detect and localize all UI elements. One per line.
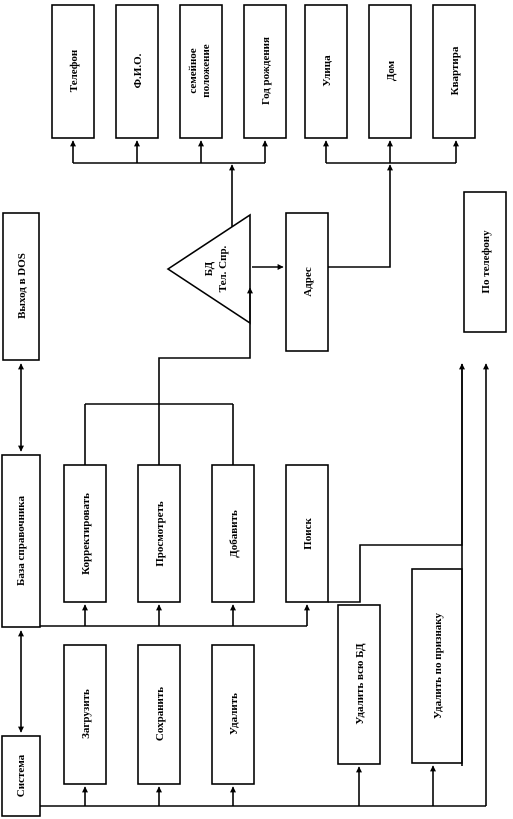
field-telefon: Телефон [51,4,95,139]
field-family-status: семейное положение [179,4,223,139]
delete-by-attr-box: Удалить по признаку [411,568,463,764]
by-phone-label: По телефону [480,230,492,294]
database-label-1: БД [203,261,215,276]
search-box: Поиск [285,464,329,603]
view-label: Просмотреть [154,501,166,567]
field-house: Дом [368,4,412,139]
search-label: Поиск [302,518,314,550]
exit-dos-box: Выход в DOS [2,212,40,361]
field-telefon-label: Телефон [68,49,80,92]
directory-base-label: База справочника [15,496,27,586]
delete-by-attr-label: Удалить по признаку [432,613,444,719]
field-house-label: Дом [385,60,397,81]
address-label: Адрес [302,267,314,297]
view-box: Просмотреть [137,464,181,603]
delete-label: Удалить [228,693,240,735]
search-to-phone-connector [328,363,465,603]
actions-to-db-connector [84,287,253,465]
load-box: Загрузить [63,644,107,785]
database-label-2: Тел. Спр. [217,245,229,292]
edit-box: Корректировать [63,464,107,603]
field-family-status-label-1: семейное [187,48,199,93]
save-label: Сохранить [154,687,166,741]
fields-connector-right [323,140,459,268]
field-birth-year-label: Год рождения [260,37,272,105]
system-label: Система [15,754,27,797]
delete-all-box: Удалить всю БД [337,604,381,765]
address-box: Адрес [285,212,329,352]
save-box: Сохранить [137,644,181,785]
field-family-status-label-2: положение [200,44,212,97]
exit-dos-label: Выход в DOS [16,253,28,319]
directory-base-box: База справочника [1,454,41,628]
field-apartment: Квартира [432,4,476,139]
database-triangle: БД Тел. Спр. [166,213,251,325]
field-birth-year: Год рождения [243,4,287,139]
delete-box: Удалить [211,644,255,785]
lower-system-bus [40,363,489,807]
field-street-label: Улица [321,55,333,87]
add-label: Добавить [228,510,240,558]
system-box: Система [1,735,41,817]
upper-action-bus [40,604,310,627]
field-apartment-label: Квартира [449,46,461,95]
field-fio: Ф.И.О. [115,4,159,139]
add-box: Добавить [211,464,255,603]
edit-label: Корректировать [80,493,92,575]
load-label: Загрузить [80,689,92,739]
by-phone-box: По телефону [463,191,507,333]
field-fio-label: Ф.И.О. [132,53,144,88]
delete-all-label: Удалить всю БД [354,643,366,725]
field-street: Улица [304,4,348,139]
